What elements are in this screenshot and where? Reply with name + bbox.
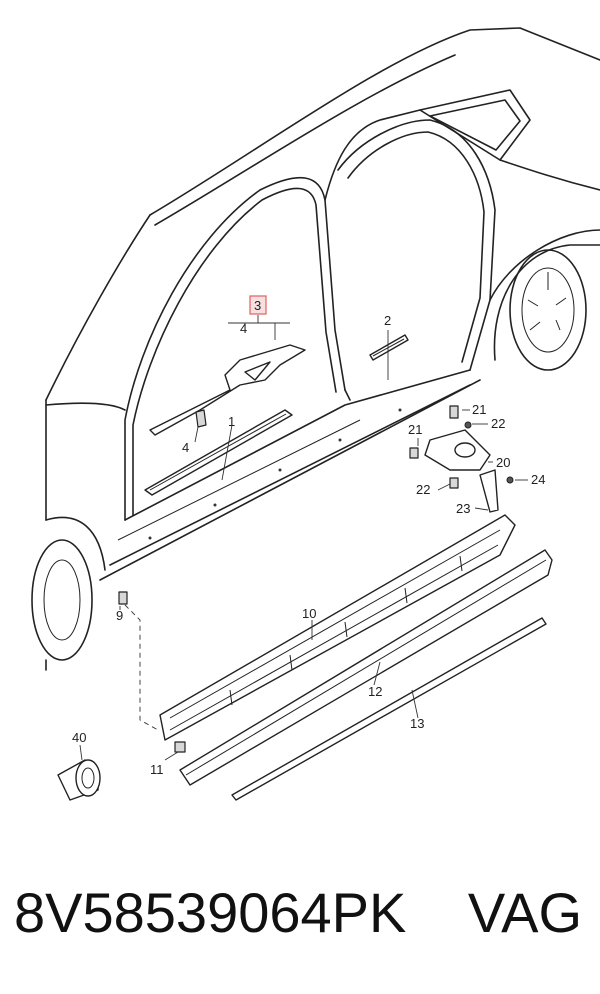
- part-40-tape-roll: [57, 759, 101, 801]
- part-3-trim: [149, 344, 306, 436]
- callout-40: 40: [72, 730, 86, 745]
- part-number: 8V58539064PK: [14, 881, 407, 944]
- callout-21-lower: 21: [408, 422, 422, 437]
- callout-3-highlight: [249, 295, 267, 315]
- callout-20: 20: [496, 455, 510, 470]
- part-11-clip: [174, 741, 186, 753]
- parts-diagram: 1 2 3 4 4 9 10 11 12 13 20 21 21 22 22 2…: [31, 27, 600, 801]
- callout-labels: 1 2 3 4 4 9 10 11 12 13 20 21 21 22 22 2…: [72, 298, 545, 777]
- callout-9: 9: [116, 608, 123, 623]
- callout-24: 24: [531, 472, 545, 487]
- part-10-sill-rail: [159, 514, 516, 741]
- part-2-sill-plate: [369, 334, 409, 361]
- part-12-side-skirt: [179, 549, 553, 786]
- callout-2: 2: [384, 313, 391, 328]
- callout-21-upper: 21: [472, 402, 486, 417]
- callout-4-upper: 4: [240, 321, 247, 336]
- part-13-strip: [231, 617, 547, 801]
- callout-1: 1: [228, 414, 235, 429]
- part-20-bracket: [409, 405, 514, 513]
- leader-lines: [79, 315, 528, 761]
- car-body-outline: [31, 27, 600, 671]
- part-1-sill-strip: [144, 409, 293, 496]
- callout-11: 11: [150, 762, 164, 777]
- callout-13: 13: [410, 716, 424, 731]
- callout-10: 10: [302, 606, 316, 621]
- part-9-screw: [118, 591, 159, 731]
- brand-name: VAG: [467, 881, 582, 944]
- callout-12: 12: [368, 684, 382, 699]
- callout-22-lower: 22: [416, 482, 430, 497]
- callout-3: 3: [254, 298, 261, 313]
- callout-23: 23: [456, 501, 470, 516]
- callout-22-upper: 22: [491, 416, 505, 431]
- callout-4-lower: 4: [182, 440, 189, 455]
